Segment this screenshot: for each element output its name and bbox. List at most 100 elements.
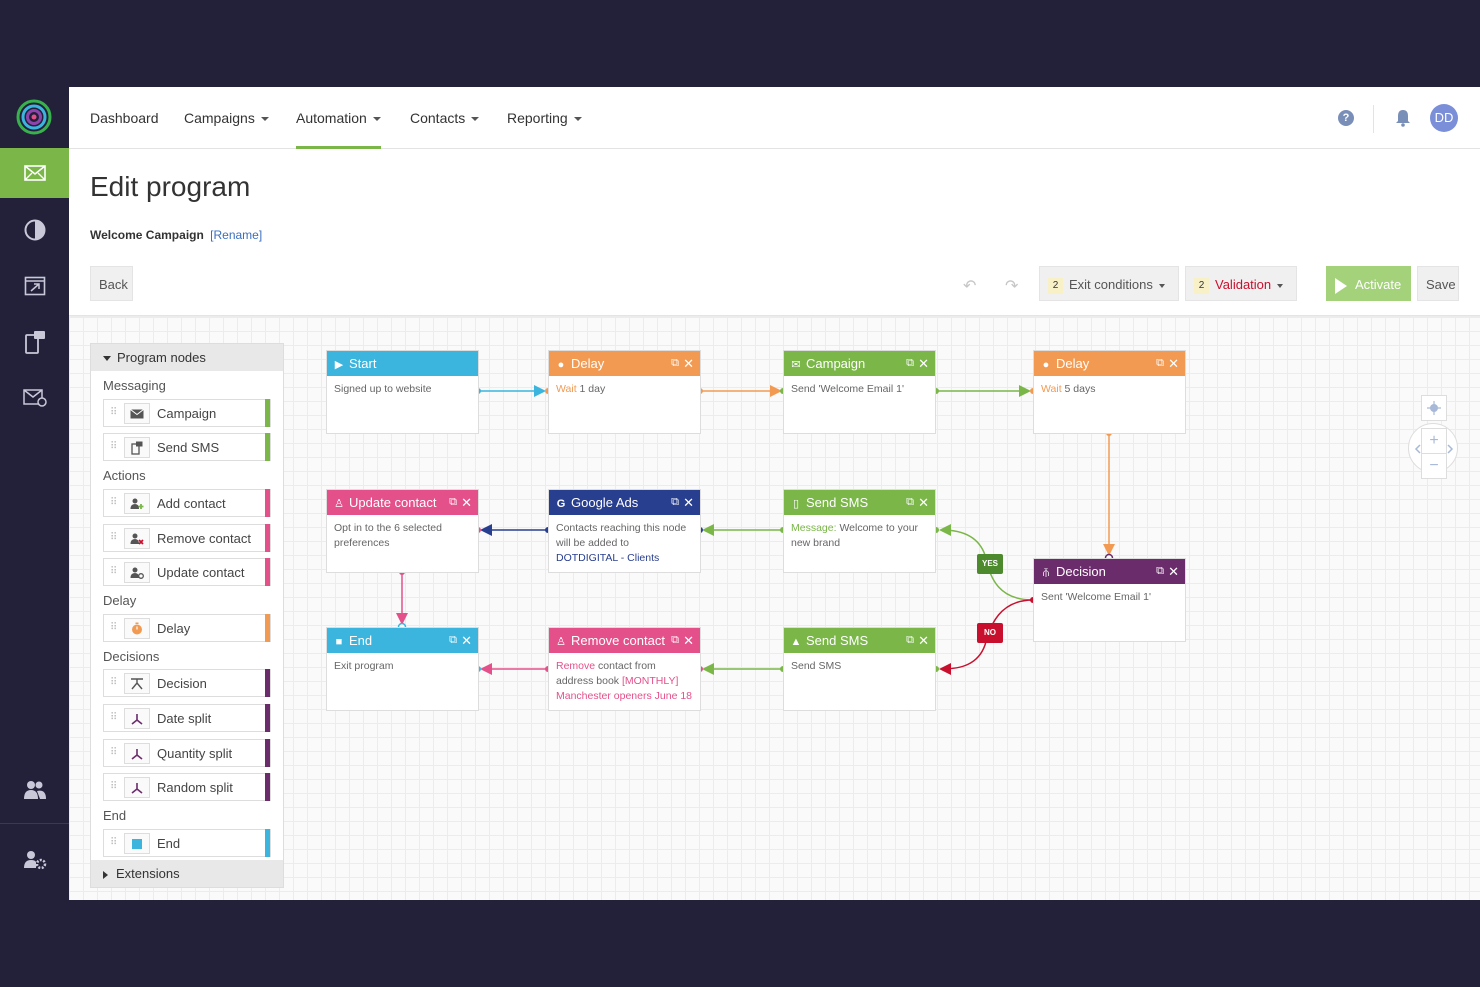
bell-icon[interactable] — [1395, 109, 1411, 132]
center-view-button[interactable] — [1421, 395, 1447, 421]
node-update-contact[interactable]: ♙Update contact⧉✕ Opt in to the 6 select… — [326, 489, 479, 573]
undo-icon[interactable]: ↶ — [963, 278, 977, 295]
activate-button[interactable]: Activate — [1326, 266, 1411, 301]
copy-icon[interactable]: ⧉ — [671, 634, 679, 646]
node-body-address-book: [MONTHLY] Manchester openers June 18 — [556, 675, 693, 702]
palette-item-delay[interactable]: ⠿ Delay — [103, 614, 271, 642]
palette-item-label: Add contact — [157, 496, 226, 511]
drag-handle-icon[interactable]: ⠿ — [110, 441, 117, 452]
close-icon[interactable]: ✕ — [683, 495, 694, 510]
palette-item-send-sms[interactable]: ⠿ Send SMS — [103, 433, 271, 461]
email-icon[interactable] — [0, 148, 69, 198]
node-campaign[interactable]: ✉Campaign⧉✕ Send 'Welcome Email 1' — [783, 350, 936, 434]
nav-campaigns[interactable]: Campaigns — [184, 87, 269, 149]
copy-icon[interactable]: ⧉ — [671, 496, 679, 508]
zoom-in-button[interactable]: + — [1421, 428, 1447, 454]
copy-icon[interactable]: ⧉ — [906, 357, 914, 369]
drag-handle-icon[interactable]: ⠿ — [110, 497, 117, 508]
save-button[interactable]: Save — [1417, 266, 1459, 301]
node-send-sms-1[interactable]: ▯Send SMS⧉✕ Message: Welcome to your new… — [783, 489, 936, 573]
node-decision[interactable]: ⫚Decision⧉✕ Sent 'Welcome Email 1' — [1033, 558, 1186, 642]
drag-handle-icon[interactable]: ⠿ — [110, 781, 117, 792]
nav-automation[interactable]: Automation — [296, 87, 381, 149]
close-icon[interactable]: ✕ — [683, 633, 694, 648]
category-decisions: Decisions — [103, 649, 160, 664]
node-delay-1[interactable]: ●Delay⧉✕ Wait 1 day — [548, 350, 701, 434]
drag-handle-icon[interactable]: ⠿ — [110, 622, 117, 633]
palette-item-update-contact[interactable]: ⠿ Update contact — [103, 558, 271, 586]
user-avatar[interactable]: DD — [1430, 104, 1458, 132]
copy-icon[interactable]: ⧉ — [671, 357, 679, 369]
yes-branch-label[interactable]: YES — [977, 554, 1003, 574]
no-branch-label[interactable]: NO — [977, 623, 1003, 643]
sms-icon: ▯ — [792, 498, 800, 510]
color-bar — [265, 829, 270, 857]
node-remove-contact[interactable]: ♙Remove contact⧉✕ Remove contact from ad… — [548, 627, 701, 711]
close-icon[interactable]: ✕ — [683, 356, 694, 371]
rename-link[interactable]: [Rename] — [210, 228, 263, 242]
close-icon[interactable]: ✕ — [918, 495, 929, 510]
program-canvas[interactable] — [69, 317, 1480, 900]
close-icon[interactable]: ✕ — [1168, 356, 1179, 371]
drag-handle-icon[interactable]: ⠿ — [110, 566, 117, 577]
copy-icon[interactable]: ⧉ — [906, 496, 914, 508]
palette-item-add-contact[interactable]: ⠿ Add contact — [103, 489, 271, 517]
palette-item-quantity-split[interactable]: ⠿ Quantity split — [103, 739, 271, 767]
remove-contact-icon: ♙ — [556, 636, 566, 648]
account-settings-icon[interactable] — [0, 835, 69, 885]
back-button[interactable]: Back — [90, 266, 133, 301]
color-bar — [265, 489, 270, 517]
drag-handle-icon[interactable]: ⠿ — [110, 407, 117, 418]
contacts-icon[interactable] — [0, 765, 69, 815]
copy-icon[interactable]: ⧉ — [449, 496, 457, 508]
left-rail — [0, 87, 69, 900]
nav-dashboard[interactable]: Dashboard — [90, 87, 159, 149]
split-icon — [124, 777, 150, 798]
zoom-out-button[interactable]: − — [1421, 453, 1447, 479]
close-icon[interactable]: ✕ — [461, 633, 472, 648]
drag-handle-icon[interactable]: ⠿ — [110, 747, 117, 758]
copy-icon[interactable]: ⧉ — [1156, 357, 1164, 369]
palette-item-end[interactable]: ⠿ End — [103, 829, 271, 857]
landing-page-icon[interactable] — [0, 261, 69, 311]
copy-icon[interactable]: ⧉ — [906, 634, 914, 646]
copy-icon[interactable]: ⧉ — [1156, 565, 1164, 577]
drag-handle-icon[interactable]: ⠿ — [110, 677, 117, 688]
close-icon[interactable]: ✕ — [461, 495, 472, 510]
palette-item-remove-contact[interactable]: ⠿ Remove contact — [103, 524, 271, 552]
drag-handle-icon[interactable]: ⠿ — [110, 837, 117, 848]
palette-item-date-split[interactable]: ⠿ Date split — [103, 704, 271, 732]
automation-email-icon[interactable] — [0, 373, 69, 423]
extensions-header[interactable]: Extensions — [91, 860, 283, 887]
logo-icon[interactable] — [16, 99, 52, 135]
nav-reporting[interactable]: Reporting — [507, 87, 582, 149]
close-icon[interactable]: ✕ — [918, 356, 929, 371]
close-icon[interactable]: ✕ — [1168, 564, 1179, 579]
nav-contacts[interactable]: Contacts — [410, 87, 480, 149]
remove-contact-icon — [124, 528, 150, 549]
validation-label: Validation — [1215, 277, 1272, 292]
node-end[interactable]: ■End⧉✕ Exit program — [326, 627, 479, 711]
palette-header[interactable]: Program nodes — [91, 344, 283, 371]
palette-item-campaign[interactable]: ⠿ Campaign — [103, 399, 271, 427]
drag-handle-icon[interactable]: ⠿ — [110, 712, 117, 723]
sms-icon[interactable] — [0, 317, 69, 367]
close-icon[interactable]: ✕ — [918, 633, 929, 648]
pie-chart-icon[interactable] — [0, 205, 69, 255]
node-send-sms-2[interactable]: ▲Send SMS⧉✕ Send SMS — [783, 627, 936, 711]
node-delay-2[interactable]: ●Delay⧉✕ Wait 5 days — [1033, 350, 1186, 434]
node-title: Delay — [571, 356, 605, 371]
palette-item-label: Random split — [157, 780, 233, 795]
drag-handle-icon[interactable]: ⠿ — [110, 532, 117, 543]
copy-icon[interactable]: ⧉ — [449, 634, 457, 646]
campaign-name: Welcome Campaign — [90, 228, 204, 242]
palette-item-decision[interactable]: ⠿ Decision — [103, 669, 271, 697]
node-start[interactable]: ▶Start Signed up to website — [326, 350, 479, 434]
redo-icon[interactable]: ↷ — [1005, 278, 1019, 295]
palette-item-random-split[interactable]: ⠿ Random split — [103, 773, 271, 801]
nav-divider — [1373, 105, 1374, 133]
help-icon[interactable]: ? — [1338, 110, 1354, 126]
